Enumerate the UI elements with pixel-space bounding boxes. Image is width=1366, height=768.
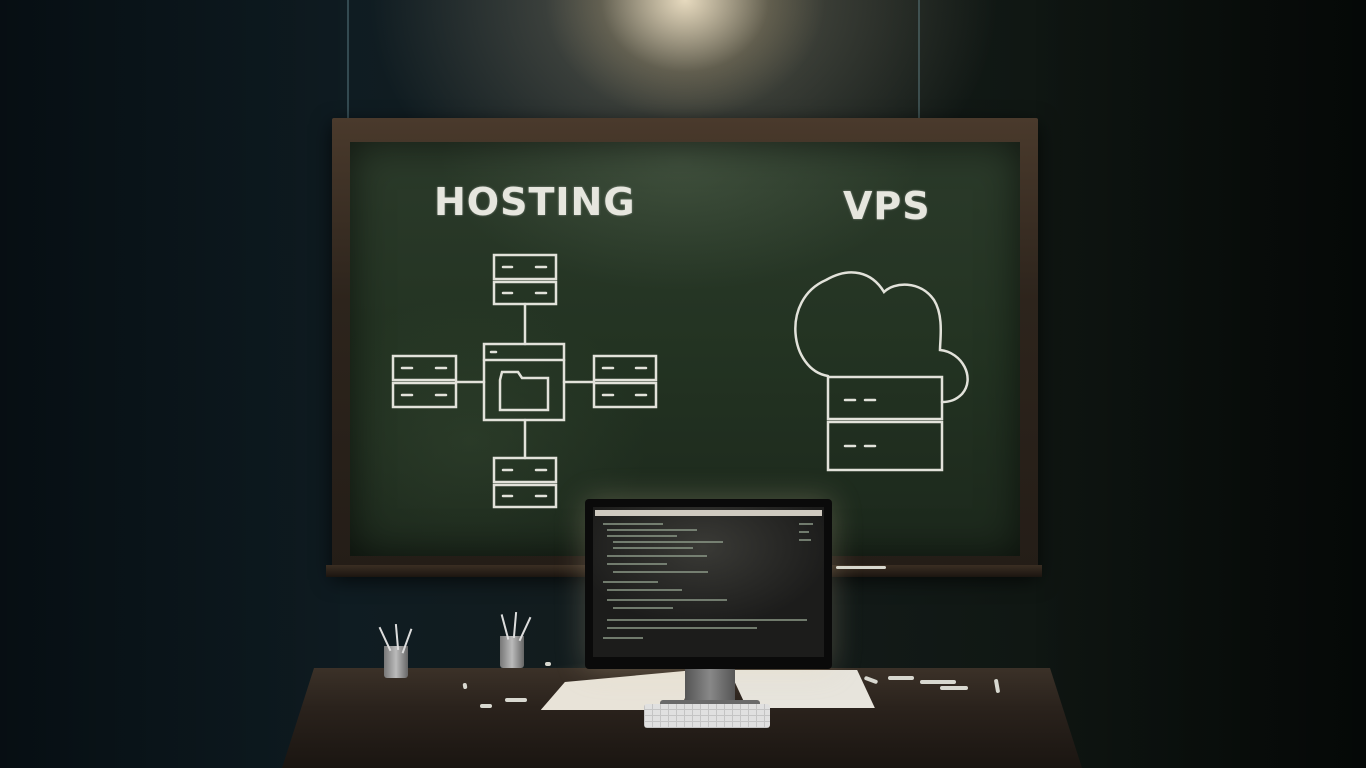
code-line [607, 589, 682, 591]
code-line [603, 523, 663, 525]
hosting-title: HOSTING [434, 180, 636, 224]
code-line [607, 555, 707, 557]
monitor-screen [593, 507, 824, 657]
editor-title-bar [595, 510, 822, 516]
desk-chalk [480, 704, 492, 708]
chalkboard [350, 142, 1020, 556]
monitor [585, 499, 832, 669]
vps-diagram [794, 271, 969, 472]
code-line [607, 627, 757, 629]
server-right-icon [592, 354, 658, 409]
code-minimap [799, 531, 809, 533]
server-bottom-icon [492, 456, 558, 509]
wall-panel-line-right [918, 0, 920, 120]
monitor-stand [685, 669, 735, 703]
desk-chalk [462, 682, 468, 690]
code-minimap [799, 539, 811, 541]
file-manager-window-icon [482, 342, 566, 422]
code-line [607, 535, 677, 537]
desk-chalk [940, 686, 968, 690]
hosting-diagram [391, 253, 658, 509]
wall-panel-line-left [347, 0, 349, 120]
vps-title: VPS [843, 184, 931, 228]
desk-chalk [505, 698, 527, 702]
code-line [603, 637, 643, 639]
wall-shadow-left [0, 0, 340, 768]
code-minimap [799, 523, 813, 525]
server-left-icon [391, 354, 458, 409]
virtual-server-icon [826, 375, 944, 472]
desk-chalk [920, 680, 956, 684]
pencil-cup-right [500, 636, 524, 668]
code-line [613, 607, 673, 609]
code-line [607, 619, 807, 621]
code-line [613, 571, 708, 573]
ceiling-lamp-glow [540, 0, 830, 140]
code-line [607, 529, 697, 531]
wall-shadow-right [1036, 0, 1366, 768]
code-line [613, 547, 693, 549]
code-line [603, 581, 658, 583]
keyboard [644, 704, 770, 728]
desk-chalk [545, 662, 551, 666]
code-line [607, 599, 727, 601]
server-top-icon [492, 253, 558, 306]
cloud-icon [794, 271, 969, 404]
code-line [613, 541, 723, 543]
code-line [607, 563, 667, 565]
chalk-stick [836, 566, 886, 569]
desk-chalk [888, 676, 914, 680]
